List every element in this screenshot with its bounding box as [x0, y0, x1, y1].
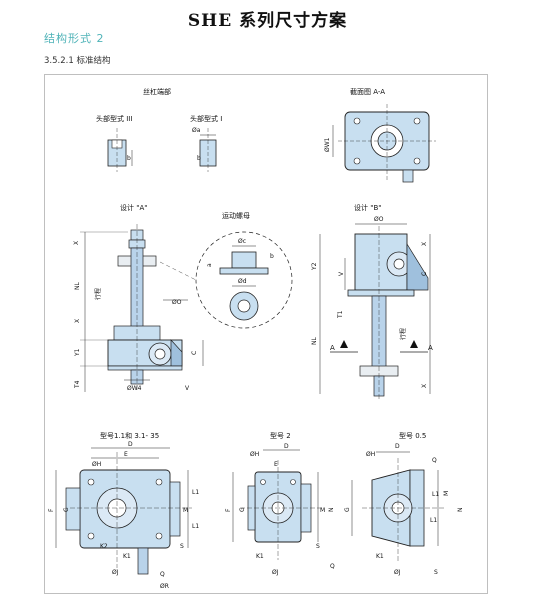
svg-text:A: A	[428, 344, 433, 352]
svg-text:F: F	[225, 508, 232, 512]
svg-text:T1: T1	[337, 310, 344, 319]
svg-text:Y2: Y2	[311, 262, 318, 271]
svg-text:M: M	[320, 507, 325, 514]
design-b-caption: 设计 "B"	[354, 203, 381, 212]
svg-text:N: N	[328, 508, 335, 513]
model-3-caption: 型号 0.5	[399, 431, 426, 440]
svg-text:A: A	[330, 344, 335, 352]
svg-text:T4: T4	[74, 380, 81, 389]
head-type-3-caption: 头部型式 III	[96, 114, 132, 123]
svg-text:Øc: Øc	[238, 238, 246, 245]
svg-text:b: b	[127, 155, 131, 162]
svg-text:Ød: Ød	[238, 278, 247, 285]
svg-text:L1: L1	[192, 523, 199, 530]
model-2-plan: D ØH E F G M N S K1 ØJ Q	[225, 443, 335, 576]
head-type-1-caption: 头部型式 I	[190, 114, 222, 123]
svg-text:ØO: ØO	[374, 216, 384, 223]
svg-text:K1: K1	[376, 553, 384, 560]
svg-text:NL: NL	[74, 282, 81, 290]
svg-text:C: C	[421, 272, 428, 276]
model-3-plan: D ØH Q G L1 L1 M N K1 ØJ S	[344, 443, 464, 576]
svg-text:X: X	[73, 241, 80, 245]
svg-text:ØR: ØR	[160, 583, 169, 590]
svg-text:X: X	[421, 384, 428, 388]
svg-text:ØJ: ØJ	[112, 569, 119, 576]
svg-text:D: D	[284, 443, 289, 450]
svg-text:G: G	[63, 507, 70, 512]
svg-text:K2: K2	[100, 543, 108, 550]
svg-text:X: X	[74, 319, 81, 323]
svg-text:C: C	[191, 351, 198, 355]
svg-text:ØW1: ØW1	[324, 137, 331, 152]
model-1-caption: 型号1.1和 3.1- 35	[100, 431, 159, 440]
svg-text:行程: 行程	[399, 328, 407, 340]
svg-text:L1: L1	[430, 517, 437, 524]
svg-text:S: S	[180, 543, 184, 550]
moving-nut-detail: Øc a b Ød	[159, 231, 293, 329]
svg-text:S: S	[316, 543, 320, 550]
svg-text:V: V	[338, 271, 345, 276]
svg-text:D: D	[395, 443, 400, 450]
svg-text:b: b	[197, 155, 201, 162]
svg-text:K1: K1	[123, 553, 131, 560]
svg-text:ØW4: ØW4	[127, 385, 142, 392]
svg-text:G: G	[239, 507, 246, 512]
section-aa-drawing: ØW1	[324, 104, 436, 183]
design-a-drawing: X NL 行程 X Y1 T4 ØO C V ØW4	[73, 224, 204, 392]
moving-nut-caption: 运动螺母	[222, 211, 250, 220]
svg-text:M: M	[443, 491, 450, 496]
svg-text:ØH: ØH	[366, 451, 375, 458]
svg-text:ØH: ØH	[92, 461, 101, 468]
svg-text:Q: Q	[330, 563, 335, 570]
svg-text:Q: Q	[432, 457, 437, 464]
svg-text:F: F	[48, 508, 55, 512]
svg-text:ØJ: ØJ	[272, 569, 279, 576]
model-2-caption: 型号 2	[270, 431, 291, 440]
svg-text:ØO: ØO	[172, 299, 182, 306]
design-b-drawing: ØO Y2 NL T1 V 行程 X C X A A	[311, 216, 433, 400]
svg-text:S: S	[434, 569, 438, 576]
svg-text:G: G	[344, 507, 351, 512]
svg-text:行程: 行程	[94, 288, 102, 300]
svg-text:b: b	[270, 253, 274, 260]
svg-text:ØJ: ØJ	[394, 569, 401, 576]
svg-text:L1: L1	[192, 489, 199, 496]
svg-text:K1: K1	[256, 553, 264, 560]
head-type-1-drawing: Øa b	[192, 127, 217, 172]
svg-text:E: E	[124, 451, 128, 458]
section-heading: 3.5.2.1 标准结构	[44, 56, 111, 66]
screw-end-caption: 丝杠端部	[143, 87, 171, 96]
svg-text:E: E	[274, 461, 278, 468]
svg-text:Øa: Øa	[192, 127, 201, 134]
section-view-caption: 截面图 A-A	[350, 87, 385, 96]
svg-text:Q: Q	[160, 571, 165, 578]
design-a-caption: 设计 "A"	[120, 203, 147, 212]
svg-text:L1: L1	[432, 491, 439, 498]
svg-text:ØH: ØH	[250, 451, 259, 458]
model-1-plan: D E ØH F G L1 M L1 K2 K1 ØJ Q ØR S	[48, 441, 199, 590]
svg-text:X: X	[421, 242, 428, 246]
svg-text:D: D	[128, 441, 133, 448]
svg-text:Y1: Y1	[74, 348, 81, 357]
structure-subtitle: 结构形式 2	[44, 32, 105, 45]
svg-text:M: M	[183, 507, 188, 514]
svg-text:V: V	[185, 385, 190, 392]
page-title: SHE 系列尺寸方案	[187, 11, 348, 31]
svg-text:NL: NL	[311, 337, 318, 345]
drawing-frame	[44, 74, 488, 594]
svg-text:N: N	[457, 508, 464, 513]
svg-text:a: a	[206, 263, 213, 267]
head-type-3-drawing: b	[107, 128, 133, 172]
